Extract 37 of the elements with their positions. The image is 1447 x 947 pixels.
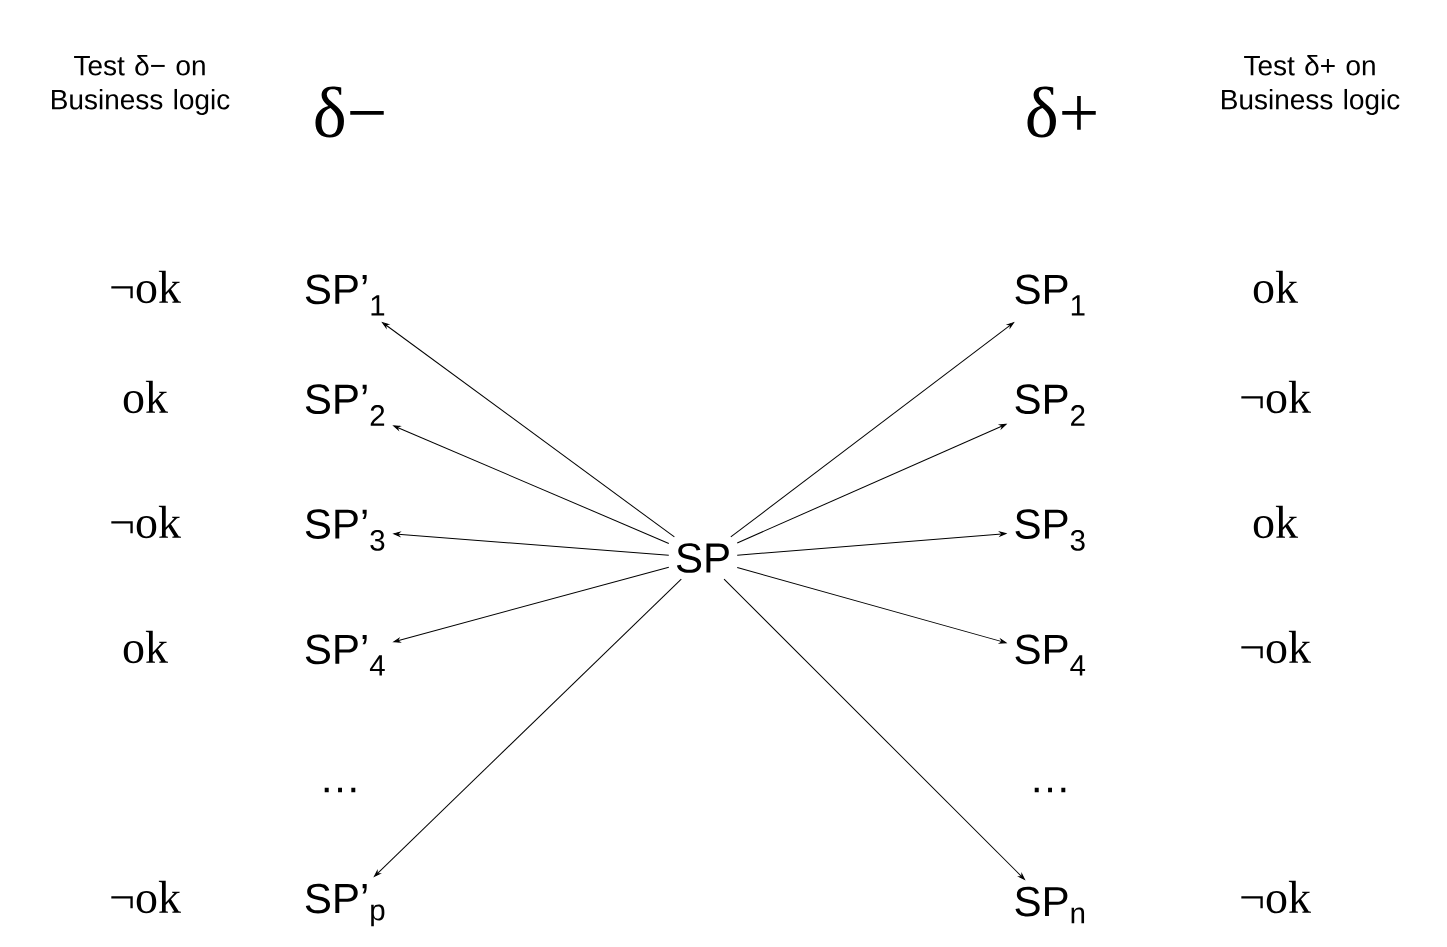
result-label: ok bbox=[123, 380, 168, 414]
arrow bbox=[736, 567, 1007, 644]
arrow bbox=[382, 322, 675, 538]
node-label: SP’$_{3}$ bbox=[305, 509, 385, 551]
delta-label: δ+ bbox=[1027, 86, 1096, 138]
result-label: ¬ok bbox=[1241, 880, 1311, 914]
result-label: ok bbox=[123, 630, 168, 664]
result-label: ¬ok bbox=[111, 270, 181, 304]
result-label: ¬ok bbox=[1241, 630, 1311, 664]
result-label: ok bbox=[1253, 505, 1299, 539]
arrow bbox=[736, 531, 1007, 556]
result-label: ¬ok bbox=[111, 880, 181, 914]
test-label: Test δ− on Business logic bbox=[52, 54, 230, 116]
arrow bbox=[723, 578, 1025, 880]
arrow bbox=[393, 425, 670, 544]
node-label: SP$_{2}$ bbox=[1015, 384, 1085, 426]
node-label: SP$_{n}$ bbox=[1015, 886, 1085, 924]
ellipsis: … bbox=[324, 787, 356, 793]
result-label: ¬ok bbox=[111, 505, 181, 539]
node-label: SP’$_{2}$ bbox=[305, 384, 385, 426]
node-label: SP’$_{4}$ bbox=[305, 634, 385, 676]
result-label: ok bbox=[1253, 270, 1299, 304]
node-label: SP$_{4}$ bbox=[1015, 634, 1086, 676]
arrow bbox=[736, 423, 1007, 544]
test-label: Test δ+ on Business logic bbox=[1222, 54, 1400, 116]
arrow bbox=[393, 531, 670, 556]
node-label: SP$_{3}$ bbox=[1015, 509, 1085, 551]
arrow bbox=[393, 566, 670, 643]
node-label: SP bbox=[676, 543, 729, 573]
result-label: ¬ok bbox=[1241, 380, 1311, 414]
node-label: SP’$_{1}$ bbox=[305, 274, 385, 316]
node-label: SP’$_{p}$ bbox=[305, 883, 385, 927]
arrow bbox=[373, 578, 682, 877]
node-label: SP$_{1}$ bbox=[1015, 274, 1085, 316]
ellipsis: … bbox=[1034, 787, 1066, 793]
delta-label: δ− bbox=[315, 86, 384, 138]
arrow bbox=[730, 322, 1015, 538]
